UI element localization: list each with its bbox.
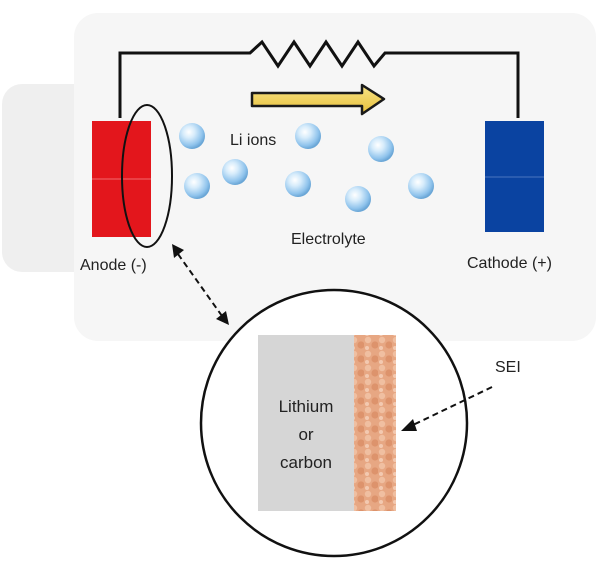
li-ion <box>408 173 434 199</box>
electrolyte-label: Electrolyte <box>291 231 366 248</box>
lithium-ions <box>179 123 434 212</box>
sei-pointer-line <box>412 386 493 426</box>
li-ion <box>295 123 321 149</box>
lithium-label-line1: Lithium <box>279 397 334 416</box>
lithium-label-line2: or <box>298 425 313 444</box>
cathode-label: Cathode (+) <box>467 255 552 272</box>
sei-layer <box>354 335 396 511</box>
li-ion <box>285 171 311 197</box>
anode-label: Anode (-) <box>80 257 147 274</box>
zoom-circle-outline <box>199 288 469 558</box>
zoom-connector-arrowhead-start <box>172 244 184 258</box>
li-ion <box>222 159 248 185</box>
zoom-connector-arrowhead-end <box>216 311 229 325</box>
li-ion <box>179 123 205 149</box>
resistor-circuit-wire <box>118 39 520 118</box>
li-ion <box>368 136 394 162</box>
sei-label: SEI <box>495 359 521 376</box>
li-ions-label: Li ions <box>230 132 276 149</box>
li-ion <box>184 173 210 199</box>
background-panel <box>74 13 596 341</box>
lithium-block <box>258 335 354 511</box>
lithium-label-line3: carbon <box>280 453 332 472</box>
li-ion <box>345 186 371 212</box>
zoom-connector-line <box>177 253 223 317</box>
sei-pointer-arrowhead <box>401 419 417 431</box>
anode-sei-highlight <box>121 104 173 248</box>
direction-arrow <box>250 83 386 116</box>
